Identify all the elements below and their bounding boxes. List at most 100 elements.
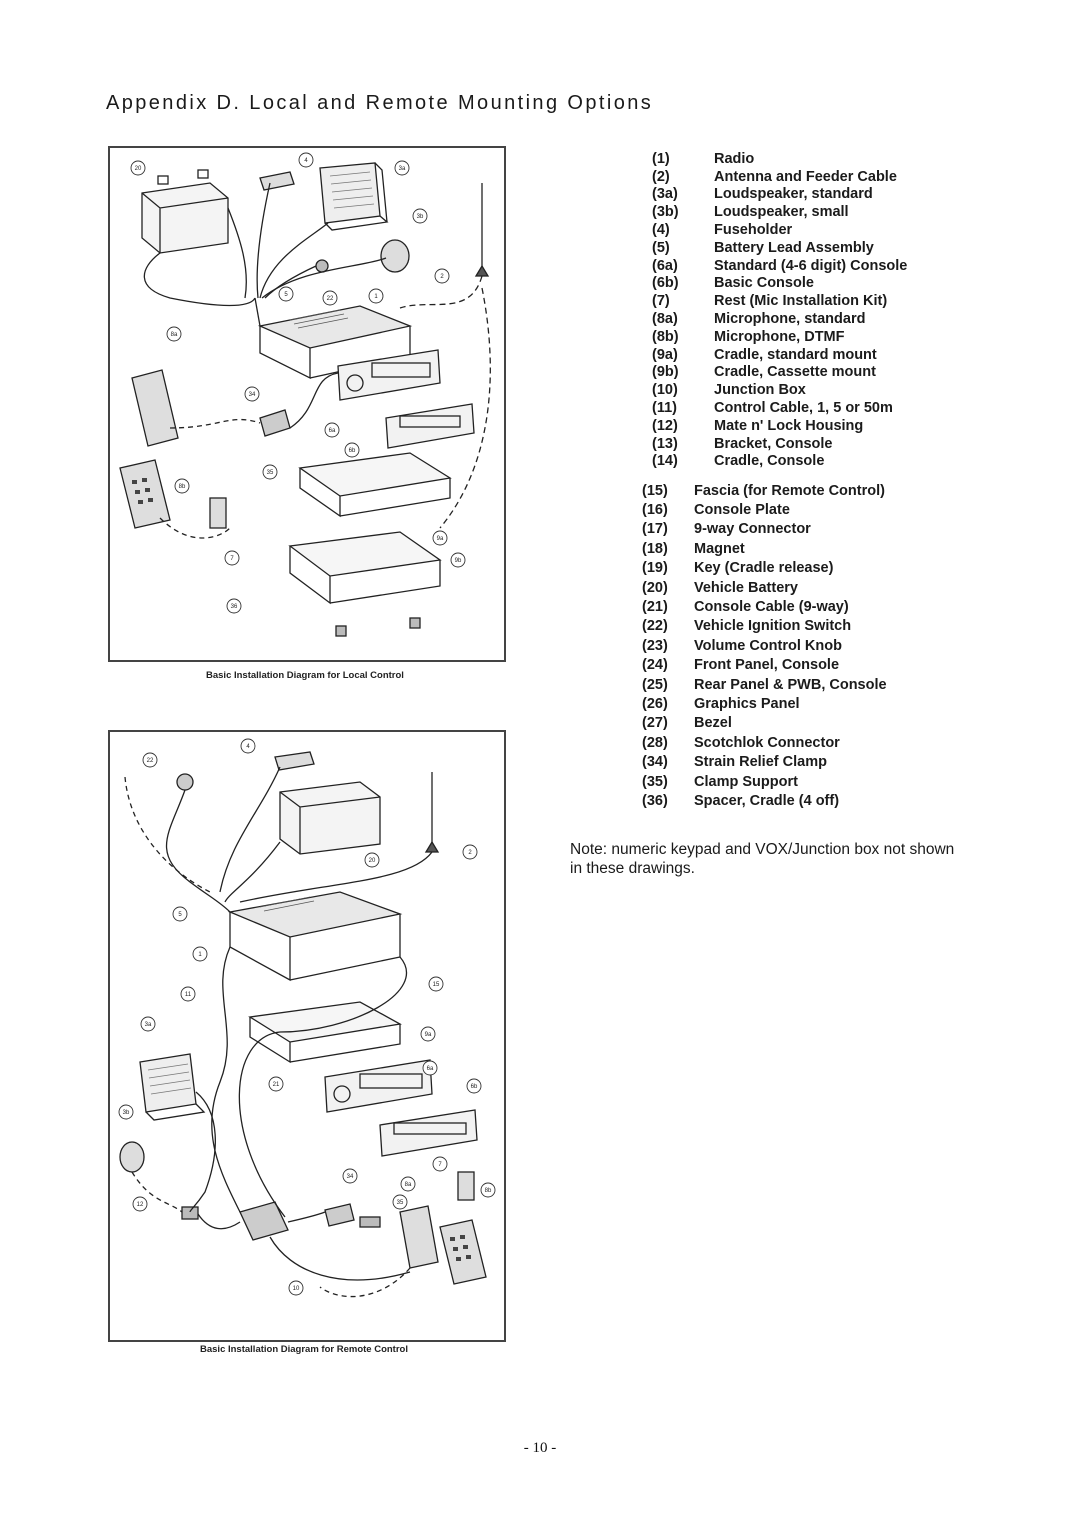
part-label: Front Panel, Console [694, 657, 840, 674]
callout-bubble [422, 1060, 438, 1076]
parts-list-item: (14)Cradle, Console [652, 453, 952, 471]
callout-bubble [432, 1156, 448, 1172]
callout-label: 6a [427, 1066, 434, 1072]
part-label: Magnet [694, 540, 745, 557]
parts-list-primary: (1)Radio(2)Antenna and Feeder Cable(3a)L… [652, 150, 952, 470]
parts-list-item: (36)Spacer, Cradle (4 off) [642, 791, 942, 810]
part-label: Standard (4-6 digit) Console [714, 257, 908, 274]
callout-label: 2 [440, 274, 444, 280]
parts-list-item: (20) Vehicle Battery [642, 578, 942, 597]
part-number: (35) [642, 773, 668, 790]
callout-bubble [450, 552, 466, 568]
part-label: Cradle, Cassette mount [714, 364, 876, 381]
callout-bubble [364, 852, 380, 868]
part-number: (24) [642, 657, 668, 674]
callout-label: 4 [246, 744, 250, 750]
callout-bubble [324, 422, 340, 438]
callout-bubble [244, 386, 260, 402]
parts-list-item: (27)Bezel [642, 714, 942, 733]
callout-bubble [118, 1104, 134, 1120]
part-number: (19) [642, 560, 668, 577]
part-number: (6a) [652, 257, 678, 274]
callout-bubble [394, 160, 410, 176]
callout-label: 7 [230, 556, 234, 562]
callout-bubble [192, 946, 208, 962]
part-number: (18) [642, 540, 668, 557]
callout-label: 9a [437, 536, 444, 542]
part-label: Scotchlok Connector [694, 734, 840, 751]
parts-list-item: (28) Scotchlok Connector [642, 733, 942, 752]
callout-label: 34 [347, 1174, 354, 1180]
part-number: (12) [652, 417, 678, 434]
callout-bubble [400, 1176, 416, 1192]
callout-bubble [342, 1168, 358, 1184]
parts-list-item: (1)Radio [652, 150, 952, 168]
callout-bubble [480, 1182, 496, 1198]
parts-list-item: (16)Console Plate [642, 500, 942, 519]
parts-list-item: (6b)Basic Console [652, 275, 952, 293]
callout-label: 1 [198, 952, 202, 958]
parts-list-item: (25)Rear Panel & PWB, Console [642, 675, 942, 694]
part-number: (5) [652, 239, 670, 256]
callout-bubble [462, 844, 478, 860]
callout-label: 21 [273, 1082, 280, 1088]
part-number: (9b) [652, 364, 679, 381]
callout-label: 11 [185, 992, 192, 998]
callout-label: 5 [178, 912, 182, 918]
part-number: (34) [642, 754, 668, 771]
callout-label: 6a [329, 428, 336, 434]
part-label: Vehicle Battery [694, 579, 798, 596]
callout-bubble [142, 752, 158, 768]
parts-list-item: (34)Strain Relief Clamp [642, 752, 942, 771]
parts-list-item: (8a)Microphone, standard [652, 310, 952, 328]
part-label: Bracket, Console [714, 435, 833, 452]
callout-bubble [224, 550, 240, 566]
part-label: Cradle, standard mount [714, 346, 877, 363]
part-number: (26) [642, 695, 668, 712]
callout-bubble [412, 208, 428, 224]
remote-diagram-caption: Basic Installation Diagram for Remote Co… [200, 1344, 408, 1355]
parts-list-item: (23)Volume Control Knob [642, 636, 942, 655]
callout-label: 35 [397, 1200, 404, 1206]
parts-list-item: (3a) Loudspeaker, standard [652, 186, 952, 204]
part-label: Graphics Panel [694, 695, 800, 712]
part-label: Volume Control Knob [694, 637, 842, 654]
page-title: Appendix D. Local and Remote Mounting Op… [106, 92, 654, 114]
part-number: (16) [642, 502, 668, 519]
callout-bubble [420, 1026, 436, 1042]
parts-list-item: (22)Vehicle Ignition Switch [642, 617, 942, 636]
callout-label: 22 [147, 758, 154, 764]
callout-label: 9a [425, 1032, 432, 1038]
part-label: Microphone, DTMF [714, 328, 845, 345]
parts-list-item: (15)Fascia (for Remote Control) [642, 481, 942, 500]
part-label: Console Cable (9-way) [694, 599, 849, 616]
part-number: (22) [642, 618, 668, 635]
callout-label: 8a [171, 332, 178, 338]
parts-list-item: (10) Junction Box [652, 381, 952, 399]
callout-label: 2 [468, 850, 472, 856]
part-label: Spacer, Cradle (4 off) [694, 792, 840, 809]
callout-label: 8a [405, 1182, 412, 1188]
part-number: (10) [652, 382, 678, 399]
part-label: Loudspeaker, standard [714, 186, 873, 203]
parts-list-item: (26) Graphics Panel [642, 694, 942, 713]
callout-label: 9b [455, 558, 462, 564]
part-number: (20) [642, 579, 668, 596]
callout-label: 3a [399, 166, 406, 172]
part-number: (11) [652, 400, 677, 417]
part-label: Junction Box [714, 382, 806, 399]
part-number: (3a) [652, 186, 678, 203]
callout-label: 15 [433, 982, 440, 988]
callout-bubble [226, 598, 242, 614]
part-number: (21) [642, 599, 668, 616]
callout-bubble [368, 288, 384, 304]
callout-label: 3b [417, 214, 424, 220]
callout-bubble [240, 738, 256, 754]
parts-list-item: (24) Front Panel, Console [642, 656, 942, 675]
callout-label: 4 [304, 158, 308, 164]
parts-list-item: (18) Magnet [642, 539, 942, 558]
callout-bubble [130, 160, 146, 176]
part-number: (28) [642, 734, 668, 751]
parts-list-item: (4)Fuseholder [652, 221, 952, 239]
